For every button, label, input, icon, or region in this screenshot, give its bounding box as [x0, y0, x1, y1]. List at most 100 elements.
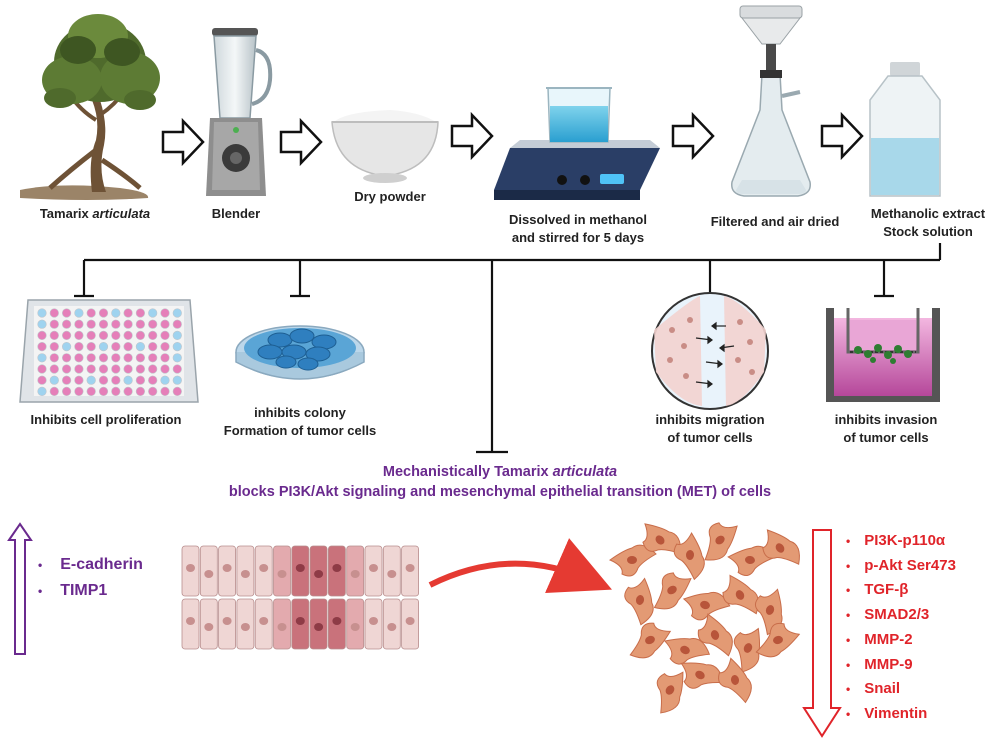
nucleus-mark — [204, 570, 214, 578]
well-mark — [61, 308, 72, 318]
well-mark — [160, 308, 170, 318]
list-item: TIMP1 — [38, 578, 143, 604]
well-mark — [123, 330, 133, 341]
well-mark — [49, 386, 59, 397]
nucleus-mark — [735, 590, 745, 600]
plate-wells — [37, 308, 182, 397]
mesenchymal-cell-mark — [608, 544, 657, 577]
well-mark — [98, 375, 109, 385]
nucleus-mark — [685, 550, 695, 560]
well-mark — [86, 319, 96, 329]
mesenchymal-cell-mark — [680, 662, 725, 689]
well-mark — [160, 386, 170, 397]
well-mark — [148, 386, 158, 397]
step-blender-label: Blender — [211, 206, 261, 221]
well-mark — [172, 364, 182, 374]
well-mark — [123, 364, 133, 374]
nucleus-mark — [369, 564, 378, 572]
list-item: PI3K-p110α — [846, 529, 956, 554]
nucleus-mark — [645, 635, 655, 645]
downregulation-arrow-icon — [802, 529, 842, 738]
nucleus-mark — [680, 645, 690, 655]
mesenchymal-cell-mark — [755, 622, 801, 658]
well-mark — [160, 342, 170, 352]
arrow-icon — [161, 117, 205, 167]
well-mark — [123, 319, 133, 329]
nucleus-mark — [743, 643, 753, 653]
mesenchymal-cell-mark — [704, 522, 738, 561]
list-item: Snail — [846, 677, 956, 702]
nucleus-mark — [765, 605, 775, 615]
list-item: SMAD2/3 — [846, 603, 956, 628]
step-filtered-label: Filtered and air dried — [710, 214, 840, 229]
well-mark — [98, 342, 109, 352]
well-mark — [61, 353, 72, 363]
mesenchymal-cell-mark — [762, 529, 800, 565]
upregulation-arrow-icon — [7, 522, 33, 655]
nucleus-mark — [277, 623, 287, 631]
well-mark — [61, 342, 72, 352]
well-mark — [98, 353, 109, 363]
list-item: MMP-9 — [846, 653, 956, 678]
nucleus-mark — [259, 564, 269, 572]
well-mark — [49, 308, 59, 318]
list-item: MMP-2 — [846, 628, 956, 653]
well-mark — [49, 319, 59, 329]
nucleus-mark — [665, 685, 675, 695]
well-mark — [86, 375, 96, 385]
blender-icon — [206, 28, 273, 196]
nucleus-mark — [387, 570, 397, 578]
well-mark — [111, 330, 121, 341]
well-mark — [148, 375, 158, 385]
list-item: TGF-β — [846, 578, 956, 603]
mechanism-text: Mechanistically Tamarix articulata block… — [228, 464, 772, 500]
step-tree-label: Tamarix articulata — [39, 206, 151, 221]
step-dry-powder-label: Dry powder — [354, 189, 426, 204]
effect-colony-label: inhibits colony Formation of tumor cells — [223, 405, 377, 438]
well-mark — [37, 308, 47, 318]
well-mark — [49, 342, 59, 352]
well-mark — [135, 375, 145, 385]
nucleus-mark — [710, 630, 720, 640]
mesenchymal-cell-mark — [754, 588, 783, 636]
well-mark — [148, 319, 158, 329]
nucleus-mark — [222, 564, 232, 572]
well-mark — [86, 308, 96, 318]
nucleus-mark — [295, 617, 305, 625]
well-mark — [148, 364, 158, 374]
nucleus-mark — [186, 564, 195, 572]
inhibition-connectors — [74, 243, 942, 454]
well-mark — [135, 319, 145, 329]
well-mark — [61, 330, 72, 341]
list-item: p-Akt Ser473 — [846, 554, 956, 579]
well-mark — [111, 308, 121, 318]
well-mark — [61, 386, 72, 397]
filtration-flask-icon — [731, 5, 811, 197]
well-mark — [160, 364, 170, 374]
nucleus-mark — [405, 564, 415, 572]
mesenchymal-cell-mark — [642, 523, 682, 555]
tamarix-tree-icon — [20, 14, 160, 200]
arrow-icon — [820, 111, 864, 161]
well-mark — [172, 386, 182, 397]
nucleus-mark — [350, 623, 360, 631]
nucleus-mark — [332, 617, 342, 625]
well-plate-icon — [19, 299, 199, 403]
well-mark — [61, 319, 72, 329]
well-mark — [111, 353, 121, 363]
well-mark — [172, 342, 182, 352]
well-mark — [172, 330, 182, 341]
well-mark — [111, 364, 121, 374]
well-mark — [74, 330, 84, 341]
beaker-icon — [546, 87, 612, 143]
nucleus-mark — [369, 617, 378, 625]
well-mark — [111, 342, 121, 352]
nucleus-mark — [405, 617, 415, 625]
transwell-invasion-icon — [826, 308, 940, 402]
nucleus-mark — [222, 617, 232, 625]
well-mark — [61, 375, 72, 385]
well-mark — [172, 375, 182, 385]
well-mark — [135, 342, 145, 352]
well-mark — [123, 375, 133, 385]
nucleus-mark — [655, 535, 665, 545]
